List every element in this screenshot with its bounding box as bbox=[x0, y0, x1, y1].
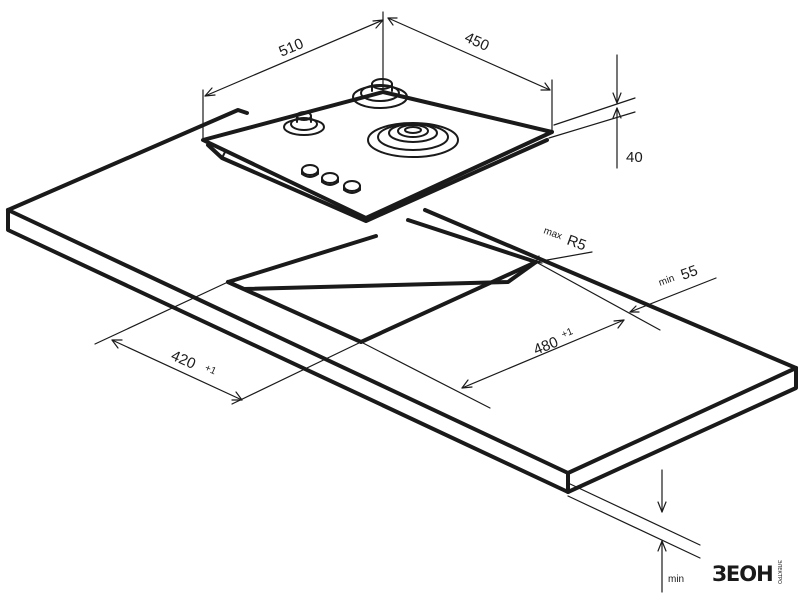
cutout-width-label: 480 bbox=[531, 334, 561, 359]
cutout-back-edge bbox=[406, 218, 538, 264]
cutout-width-tol: +1 bbox=[560, 326, 575, 341]
gas-burner-icon bbox=[352, 78, 408, 109]
brand-name: ЗЕОН bbox=[712, 562, 774, 586]
gas-burner-icon bbox=[367, 122, 459, 158]
cutout-left-edge bbox=[226, 234, 378, 284]
brand-logo: ЗЕОН ЭЛЕКТРО bbox=[712, 560, 788, 590]
worktop-prefix: min bbox=[668, 574, 684, 585]
worktop-outline bbox=[6, 208, 798, 494]
corner-radius-prefix: max bbox=[542, 225, 564, 242]
corner-radius-label: R5 bbox=[565, 232, 589, 255]
worktop-back-edge-right bbox=[423, 208, 798, 370]
worktop-back-edge-left bbox=[6, 108, 249, 212]
worktop bbox=[6, 108, 798, 494]
hob-top-surface bbox=[201, 90, 554, 220]
dim-hob-height: 40 bbox=[548, 54, 643, 169]
control-knob-icon bbox=[301, 164, 319, 178]
hob-width-label: 510 bbox=[276, 35, 306, 60]
dim-worktop: min bbox=[567, 469, 701, 593]
dim-hob-depth: 450 bbox=[387, 17, 553, 133]
worktop-top-front-edge bbox=[6, 208, 798, 475]
front-margin-prefix: min bbox=[657, 273, 676, 289]
cutout-depth-tol: +1 bbox=[203, 363, 218, 378]
control-knob-icon bbox=[321, 172, 339, 186]
dim-cutout-depth: 420 +1 bbox=[94, 281, 362, 405]
hob-depth-label: 450 bbox=[462, 29, 492, 55]
dim-corner-radius: max R5 bbox=[535, 225, 593, 264]
control-knob-icon bbox=[343, 180, 361, 194]
brand-sub: ЭЛЕКТРО bbox=[776, 560, 782, 584]
dim-front-margin: min 55 bbox=[535, 261, 717, 331]
hob-lower-edge bbox=[206, 138, 549, 223]
cutout-front-edge bbox=[226, 260, 538, 344]
gas-hob bbox=[201, 78, 554, 223]
hob-height-label: 40 bbox=[626, 149, 643, 166]
cutout-depth-label: 420 bbox=[168, 347, 198, 373]
gas-burner-icon bbox=[283, 111, 325, 136]
front-margin-label: 55 bbox=[679, 262, 700, 284]
